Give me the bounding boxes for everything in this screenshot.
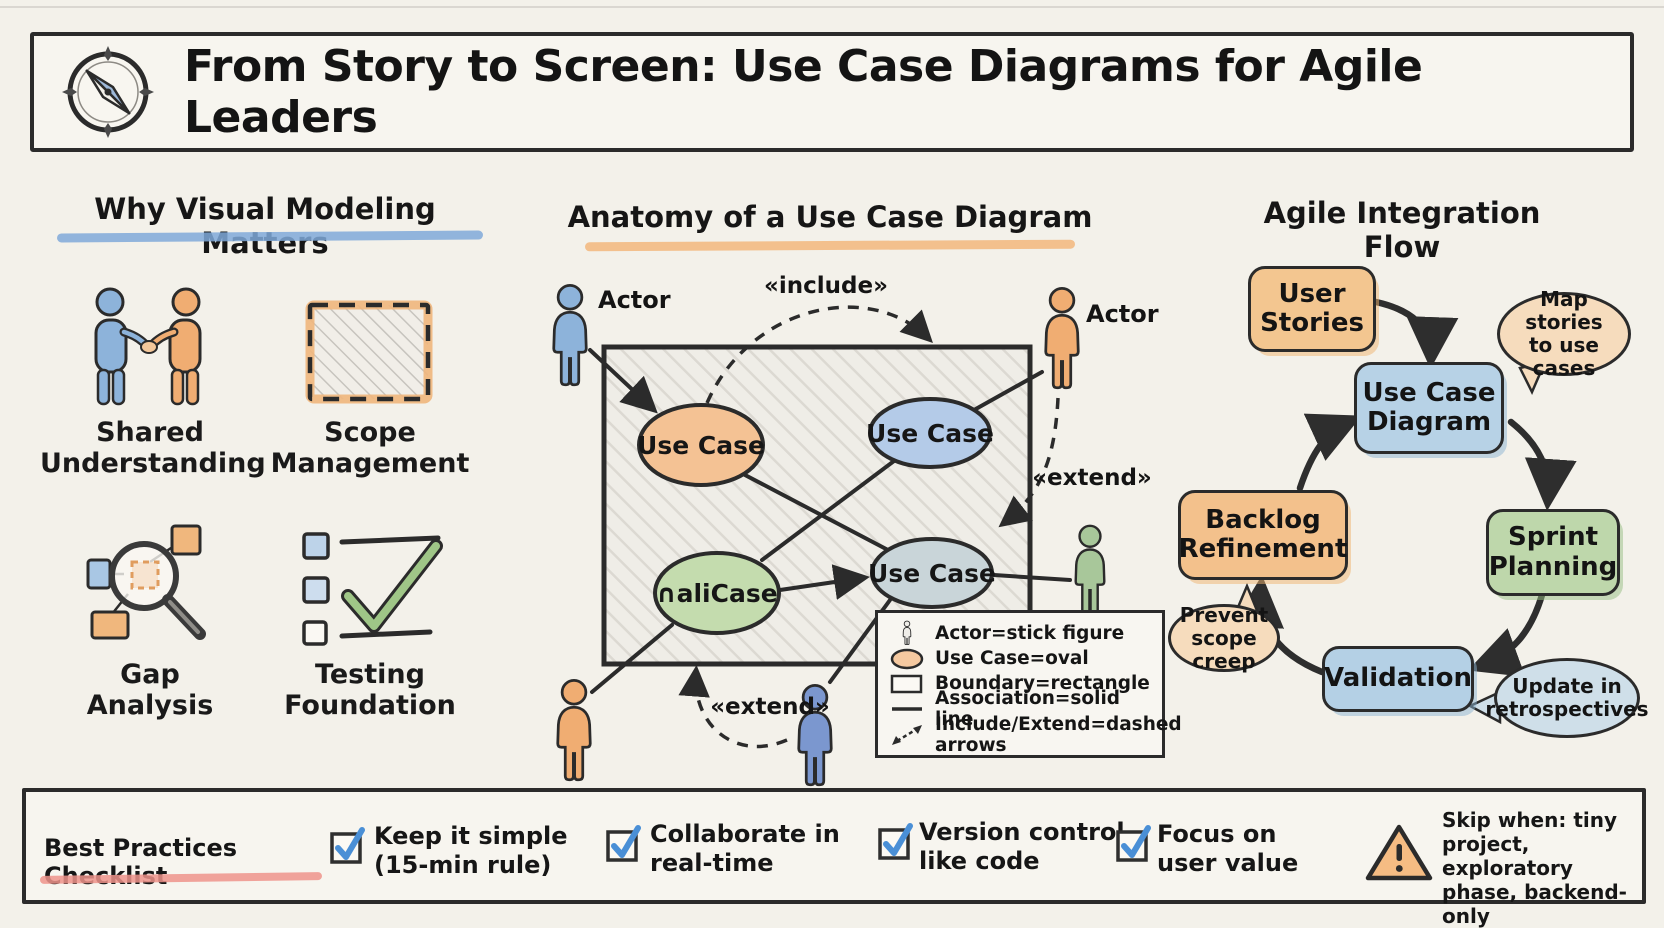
checkbox-icon: [330, 827, 365, 864]
actor-right-label: Actor: [1086, 300, 1159, 328]
checklist-item-keep-it-simple: Keep it simple (15-min rule): [374, 822, 568, 880]
legend-row-actor: Actor=stick figure: [888, 620, 1152, 646]
legend-row-oval: Use Case=oval: [888, 646, 1152, 671]
actor-top-left-icon: [552, 284, 588, 387]
checkbox-icon: [1116, 825, 1151, 862]
legend-text: Actor=stick figure: [935, 622, 1125, 644]
benefit-label-scope-management: Scope Management: [270, 417, 470, 479]
flow-node-validation: Validation: [1322, 646, 1474, 712]
legend-rectangle-icon: [888, 673, 926, 695]
speech-bubble-map-stories: Map stories to use cases: [1497, 288, 1631, 380]
warning-icon: [1365, 824, 1433, 881]
actor-bottom-left-icon: [556, 679, 592, 782]
arrow-ucd-to-sprint: [1507, 418, 1577, 511]
header: From Story to Screen: Use Case Diagrams …: [30, 32, 1634, 152]
use-case-ovals: Use Case Use Case ∩aliCase Use Case: [637, 397, 996, 635]
legend-box: Actor=stick figure Use Case=oval Boundar…: [875, 610, 1182, 758]
checklist-item-collaborate: Collaborate in real-time: [650, 820, 840, 878]
benefit-label-testing-foundation: Testing Foundation: [284, 659, 456, 721]
flow-node-user-stories: User Stories: [1248, 266, 1376, 352]
checkbox-icon: [606, 825, 641, 862]
flow-node-sprint-planning: Sprint Planning: [1486, 509, 1620, 596]
testing-checklist-icon: [302, 532, 443, 646]
arrow-backlog-to-ucd: [1296, 413, 1362, 492]
legend-actor-icon: [888, 620, 926, 646]
extend-bottom-label: «extend»: [710, 694, 830, 720]
association-lines: [588, 348, 1072, 694]
flow-node-backlog-refinement: Backlog Refinement: [1178, 490, 1348, 580]
include-extend-arrows: [678, 305, 1060, 749]
oval-label-3: ∩aliCase: [656, 579, 777, 608]
legend-text: Include/Extend=dashed arrows: [935, 714, 1182, 756]
legend-row-association: Association=solid line: [888, 688, 1152, 730]
page-title: From Story to Screen: Use Case Diagrams …: [184, 41, 1423, 143]
actor-left-label: Actor: [598, 286, 671, 314]
scope-boundary-icon: [305, 300, 433, 404]
best-practices-bar: Best Practices Checklist Keep it simple …: [22, 788, 1646, 928]
checkbox-icon: [878, 823, 913, 860]
oval-label-2: Use Case: [866, 419, 994, 448]
include-label: «include»: [764, 273, 888, 299]
legend-text: Boundary=rectangle: [935, 673, 1150, 694]
speech-bubble-prevent-scope-creep: Prevent scope creep: [1168, 603, 1280, 672]
legend-row-boundary: Boundary=rectangle: [888, 671, 1152, 696]
oval-label-4: Use Case: [868, 559, 996, 588]
actor-right-icon: [1074, 524, 1106, 615]
compass-icon: [62, 46, 154, 138]
legend-dashed-arrow-icon: [888, 723, 926, 747]
oval-label-1: Use Case: [637, 431, 765, 460]
legend-text: Use Case=oval: [935, 648, 1089, 669]
legend-solid-line-icon: [888, 698, 926, 720]
top-sketch-line: [0, 6, 1664, 8]
legend-oval-icon: [888, 648, 926, 670]
center-panel-heading: Anatomy of a Use Case Diagram: [567, 200, 1093, 234]
extend-right-label: «extend»: [1032, 465, 1152, 491]
gap-analysis-magnifier-icon: [86, 524, 206, 640]
handshake-icon: [94, 287, 202, 406]
benefit-label-shared-understanding: Shared Understanding: [40, 417, 266, 479]
arrow-userstories-to-ucd: [1372, 298, 1459, 369]
benefit-label-gap-analysis: Gap Analysis: [86, 659, 214, 721]
flow-node-use-case-diagram: Use Case Diagram: [1354, 362, 1504, 454]
warning-text: Skip when: tiny project, exploratory pha…: [1442, 808, 1627, 928]
right-panel-heading: Agile Integration Flow: [1263, 196, 1541, 264]
legend-row-include-extend: Include/Extend=dashed arrows: [888, 714, 1182, 756]
speech-bubble-update-retrospectives: Update in retrospectives: [1485, 658, 1649, 738]
actor-top-right-icon: [1044, 287, 1080, 390]
arrow-sprint-to-validation: [1467, 591, 1546, 677]
legend-text: Association=solid line: [935, 688, 1121, 730]
left-panel-heading: Why Visual Modeling Matters: [94, 192, 436, 260]
checklist-item-user-value: Focus on user value: [1157, 820, 1299, 878]
checklist-item-version-control: Version control like code: [919, 818, 1125, 876]
